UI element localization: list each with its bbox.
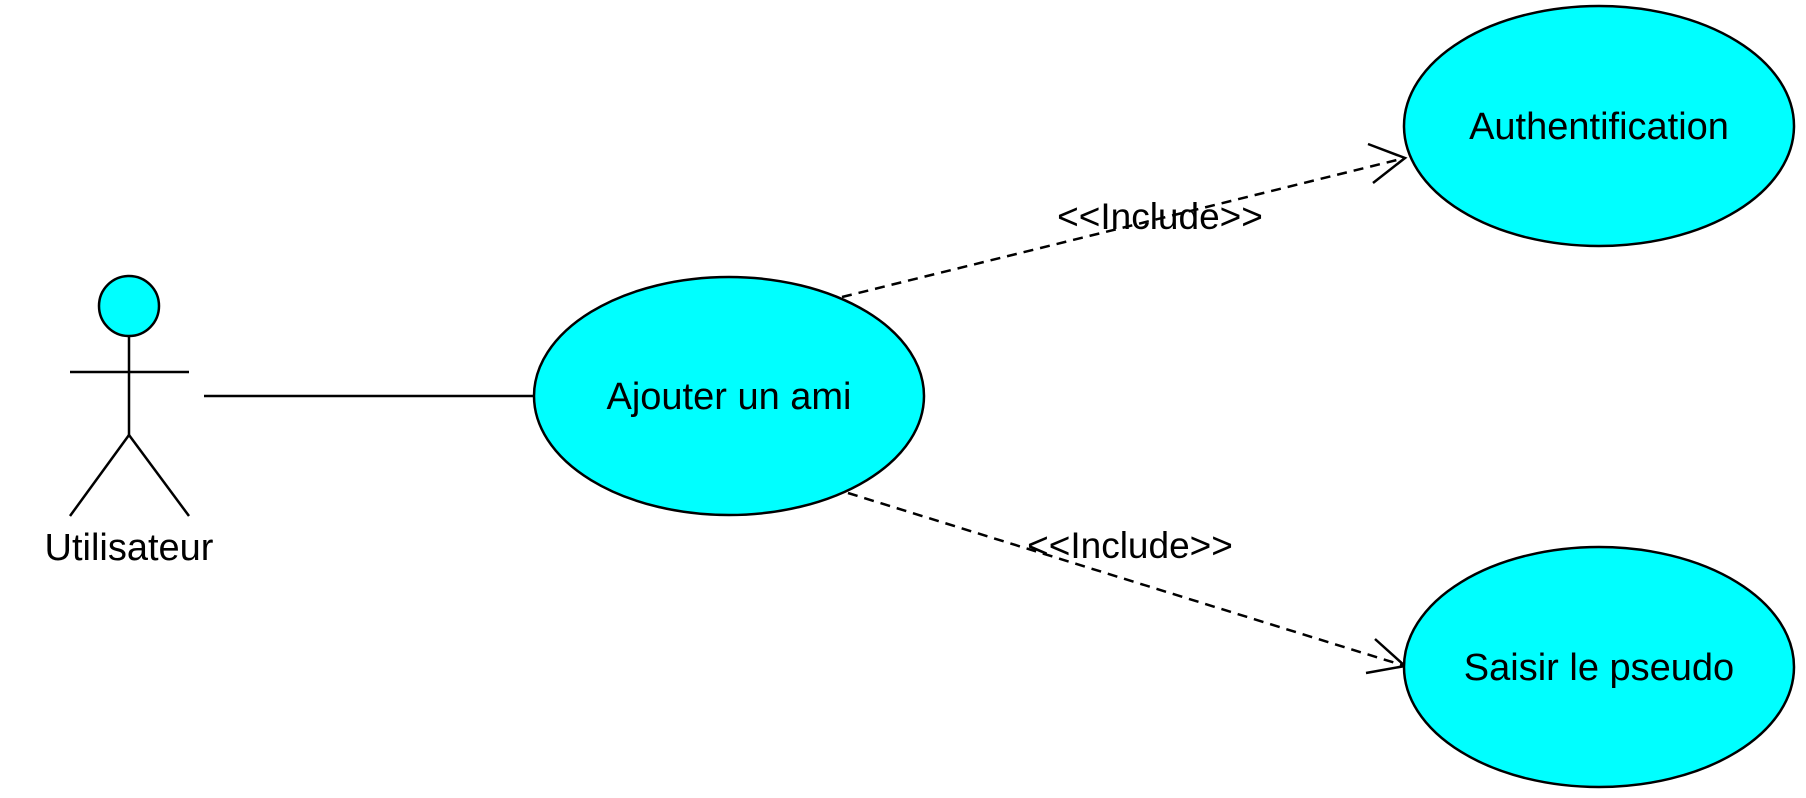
include-relation-saisir-le-pseudo[interactable]: <<Include>>: [847, 491, 1408, 675]
use-case-ellipse: [532, 275, 926, 517]
include-label: <<Include>>: [1027, 525, 1233, 566]
actor-right-leg: [127, 434, 191, 517]
include-dashed-line: [841, 156, 1406, 299]
use-case-label: Ajouter un ami: [606, 376, 851, 418]
include-arrowhead: [1367, 142, 1408, 184]
use-case-ajouter-un-ami[interactable]: Ajouter un ami: [532, 275, 926, 517]
use-case-label: Authentification: [1469, 106, 1729, 148]
use-case-label: Saisir le pseudo: [1464, 647, 1734, 689]
include-dashed-line: [847, 491, 1406, 668]
actor-utilisateur[interactable]: Utilisateur: [45, 274, 214, 569]
include-label: <<Include>>: [1057, 196, 1263, 237]
use-case-saisir-le-pseudo[interactable]: Saisir le pseudo: [1402, 545, 1796, 789]
actor-label: Utilisateur: [45, 527, 214, 569]
use-case-authentification[interactable]: Authentification: [1402, 4, 1796, 248]
use-case-ellipse: [1402, 4, 1796, 248]
actor-left-leg: [68, 434, 131, 517]
include-relation-authentification[interactable]: <<Include>>: [841, 142, 1408, 299]
use-case-ellipse: [1402, 545, 1796, 789]
actor-head: [97, 274, 161, 338]
